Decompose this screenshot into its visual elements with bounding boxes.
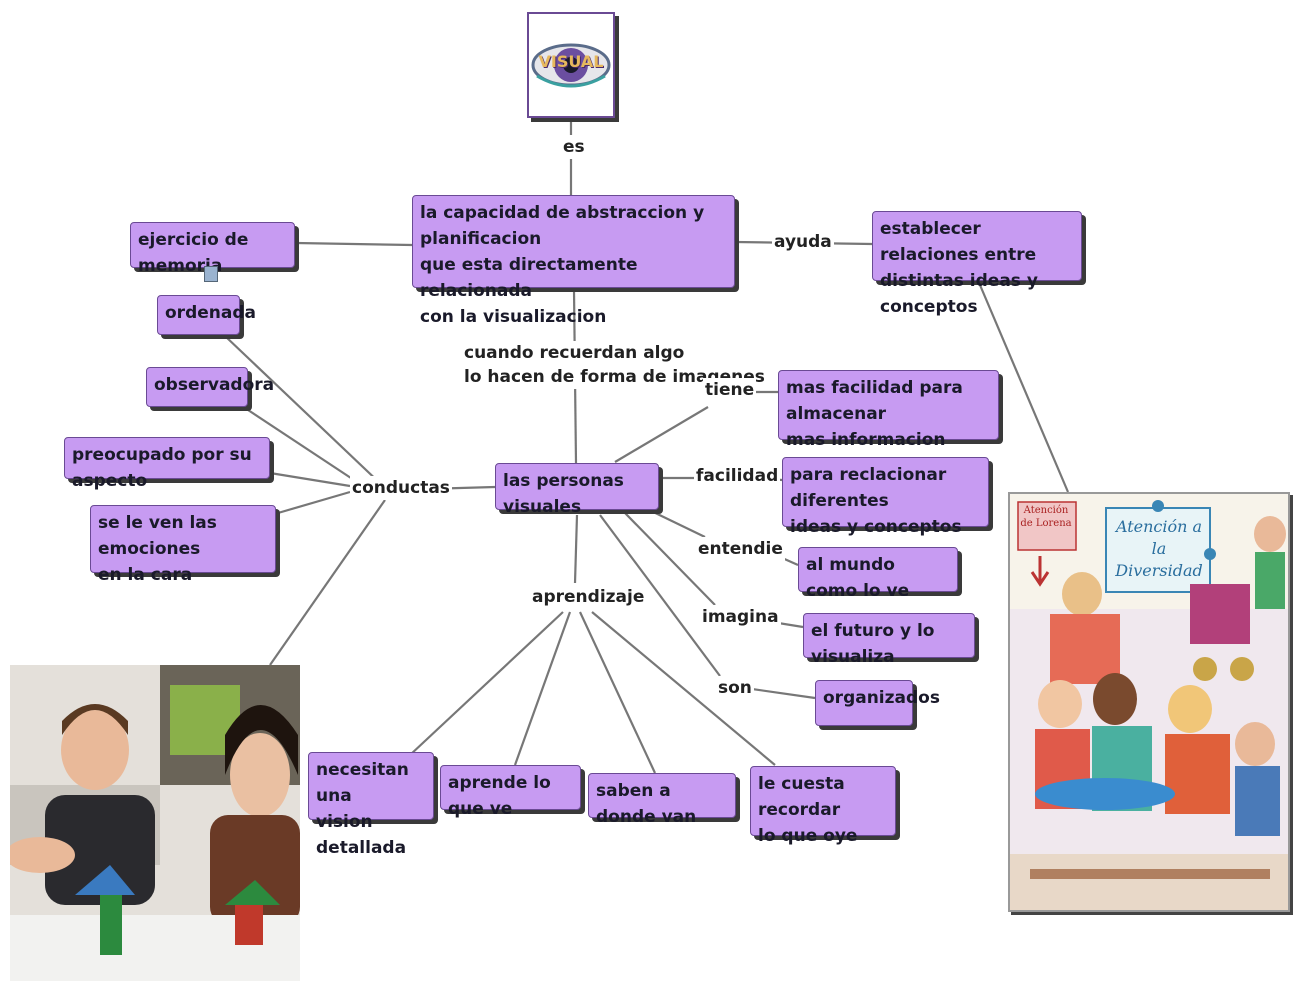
diversity-poster-image: Atención de Lorena Atención a la Diversi… — [1008, 492, 1290, 912]
memory-exercise-node[interactable]: ejercicio de memoria — [130, 222, 295, 276]
cuesta-recordar-node[interactable]: le cuesta recordar lo que oye — [750, 766, 896, 846]
ordenada-node[interactable]: ordenada — [157, 295, 256, 335]
link-conductas: conductas — [350, 476, 452, 500]
visual-root-node[interactable]: VISUAL — [527, 12, 615, 118]
link-tiene: tiene — [703, 378, 757, 402]
almacenar-node[interactable]: mas facilidad para almacenar mas informa… — [778, 370, 999, 450]
link-aprendizaje: aprendizaje — [530, 585, 647, 609]
children-playing-photo — [10, 665, 300, 981]
organizados-node[interactable]: organizados — [815, 680, 940, 726]
observadora-node[interactable]: observadora — [146, 367, 274, 407]
futuro-node[interactable]: el futuro y lo visualiza — [803, 613, 975, 667]
link-facilidad: facilidad — [694, 464, 781, 488]
reclacionar-node[interactable]: para reclacionar diferentes ideas y conc… — [782, 457, 989, 537]
link-imagina: imagina — [700, 605, 781, 629]
visual-root-label: VISUAL — [538, 52, 604, 71]
relations-node[interactable]: establecer relaciones entre distintas id… — [872, 211, 1082, 317]
main-concept-node[interactable]: la capacidad de abstraccion y planificac… — [412, 195, 735, 327]
mundo-node[interactable]: al mundo como lo ve — [798, 547, 958, 601]
link-es: es — [561, 135, 587, 159]
vision-detallada-node[interactable]: necesitan una vision detallada — [308, 752, 434, 858]
link-son: son — [716, 676, 754, 700]
link-entendie: entendie — [696, 537, 785, 561]
saben-node[interactable]: saben a donde van — [588, 773, 736, 827]
document-icon — [204, 266, 218, 282]
eye-icon — [531, 43, 611, 88]
personas-visuales-node[interactable]: las personas visuales — [495, 463, 659, 517]
link-ayuda: ayuda — [772, 230, 834, 254]
link-cuando-recuerdan: cuando recuerdan algo lo hacen de forma … — [462, 341, 767, 389]
emociones-node[interactable]: se le ven las emociones en la cara — [90, 505, 276, 585]
aprende-node[interactable]: aprende lo que ve — [440, 765, 581, 819]
poster-tag-text: Atención de Lorena — [1020, 505, 1072, 529]
preocupado-node[interactable]: preocupado por su aspecto — [64, 437, 270, 491]
poster-title-text: Atención a la Diversidad — [1115, 517, 1203, 580]
